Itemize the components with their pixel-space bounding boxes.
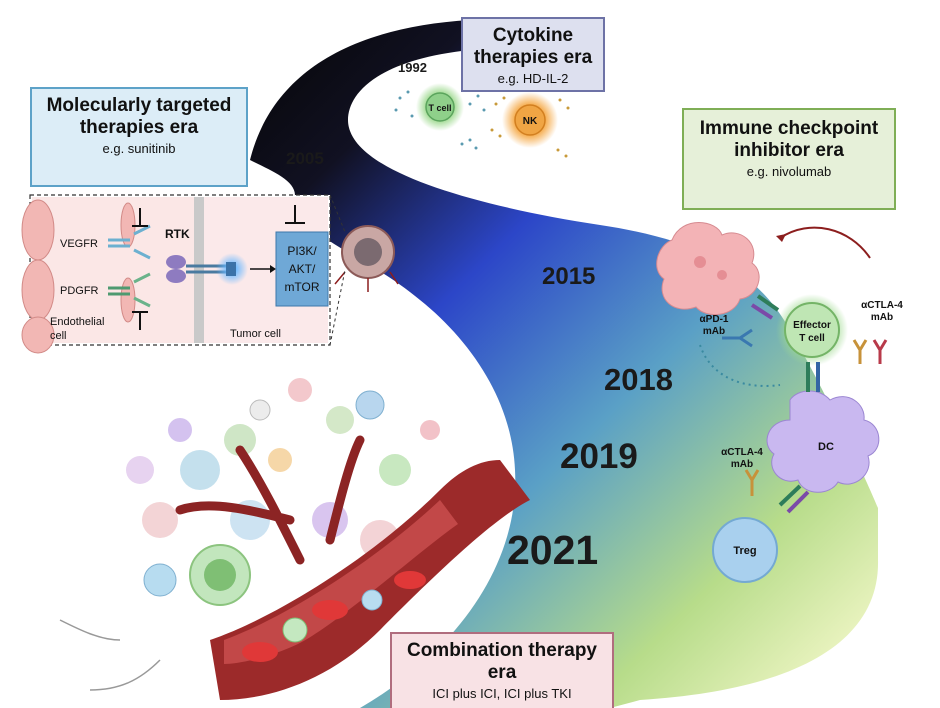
label-pathway-3: mTOR [284,280,319,294]
label-effector-2: T cell [799,333,825,344]
checkpoint-era-box: Immune checkpoint inhibitor era e.g. niv… [682,108,896,210]
label-endothelial-1: Endothelial [50,316,104,328]
molecular-era-title: Molecularly targeted therapies era [46,95,232,138]
checkpoint-scene: Effector T cell DC Treg αPD-1 mAb αCTLA-… [656,222,903,583]
combination-era-example: ICI plus ICI, ICI plus TKI [432,686,572,701]
tumor-microenvironment [126,378,440,606]
label-vegfr: VEGFR [60,238,98,250]
molecular-era-box: Molecularly targeted therapies era e.g. … [30,87,248,187]
checkpoint-era-title: Immune checkpoint inhibitor era [699,118,879,161]
year-2018: 2018 [604,362,673,397]
tumor-mass [334,225,399,292]
label-actla4-right-2: mAb [871,312,893,323]
label-actla4-right-1: αCTLA-4 [861,300,903,311]
year-2005: 2005 [286,149,324,168]
label-apd1-2: mAb [703,326,725,337]
label-pdgfr: PDGFR [60,285,99,297]
combination-era-title: Combination therapy era [406,640,597,683]
cytokine-era-example: e.g. HD-IL-2 [497,71,569,86]
label-t-cell: T cell [428,103,451,113]
label-tumor-cell: Tumor cell [230,328,281,340]
label-effector-1: Effector [793,320,831,331]
year-2021: 2021 [507,527,598,573]
cytokine-era-box: Cytokine therapies era e.g. HD-IL-2 [461,17,605,92]
year-2015: 2015 [542,263,595,290]
label-nk: NK [523,116,538,127]
label-actla4-left-1: αCTLA-4 [721,447,763,458]
label-apd1-1: αPD-1 [700,314,729,325]
combination-era-box: Combination therapy era ICI plus ICI, IC… [390,632,614,708]
checkpoint-era-example: e.g. nivolumab [746,164,832,179]
label-endothelial-2: cell [50,330,67,342]
cytokine-cells: T cell NK [394,83,570,158]
label-actla4-left-2: mAb [731,459,753,470]
cytokine-era-title: Cytokine therapies era [473,25,593,68]
blood-vessel [59,435,530,700]
molecular-era-example: e.g. sunitinib [102,141,176,156]
year-1992: 1992 [398,60,427,75]
label-pathway-1: PI3K/ [287,244,317,258]
label-treg: Treg [733,545,756,557]
mechanism-inset: VEGFR PDGFR RTK PI3K/ AKT/ mTOR Endothel… [21,194,331,354]
year-2019: 2019 [560,437,638,476]
label-pathway-2: AKT/ [289,262,316,276]
label-rtk: RTK [165,227,190,241]
label-dc: DC [818,441,834,453]
